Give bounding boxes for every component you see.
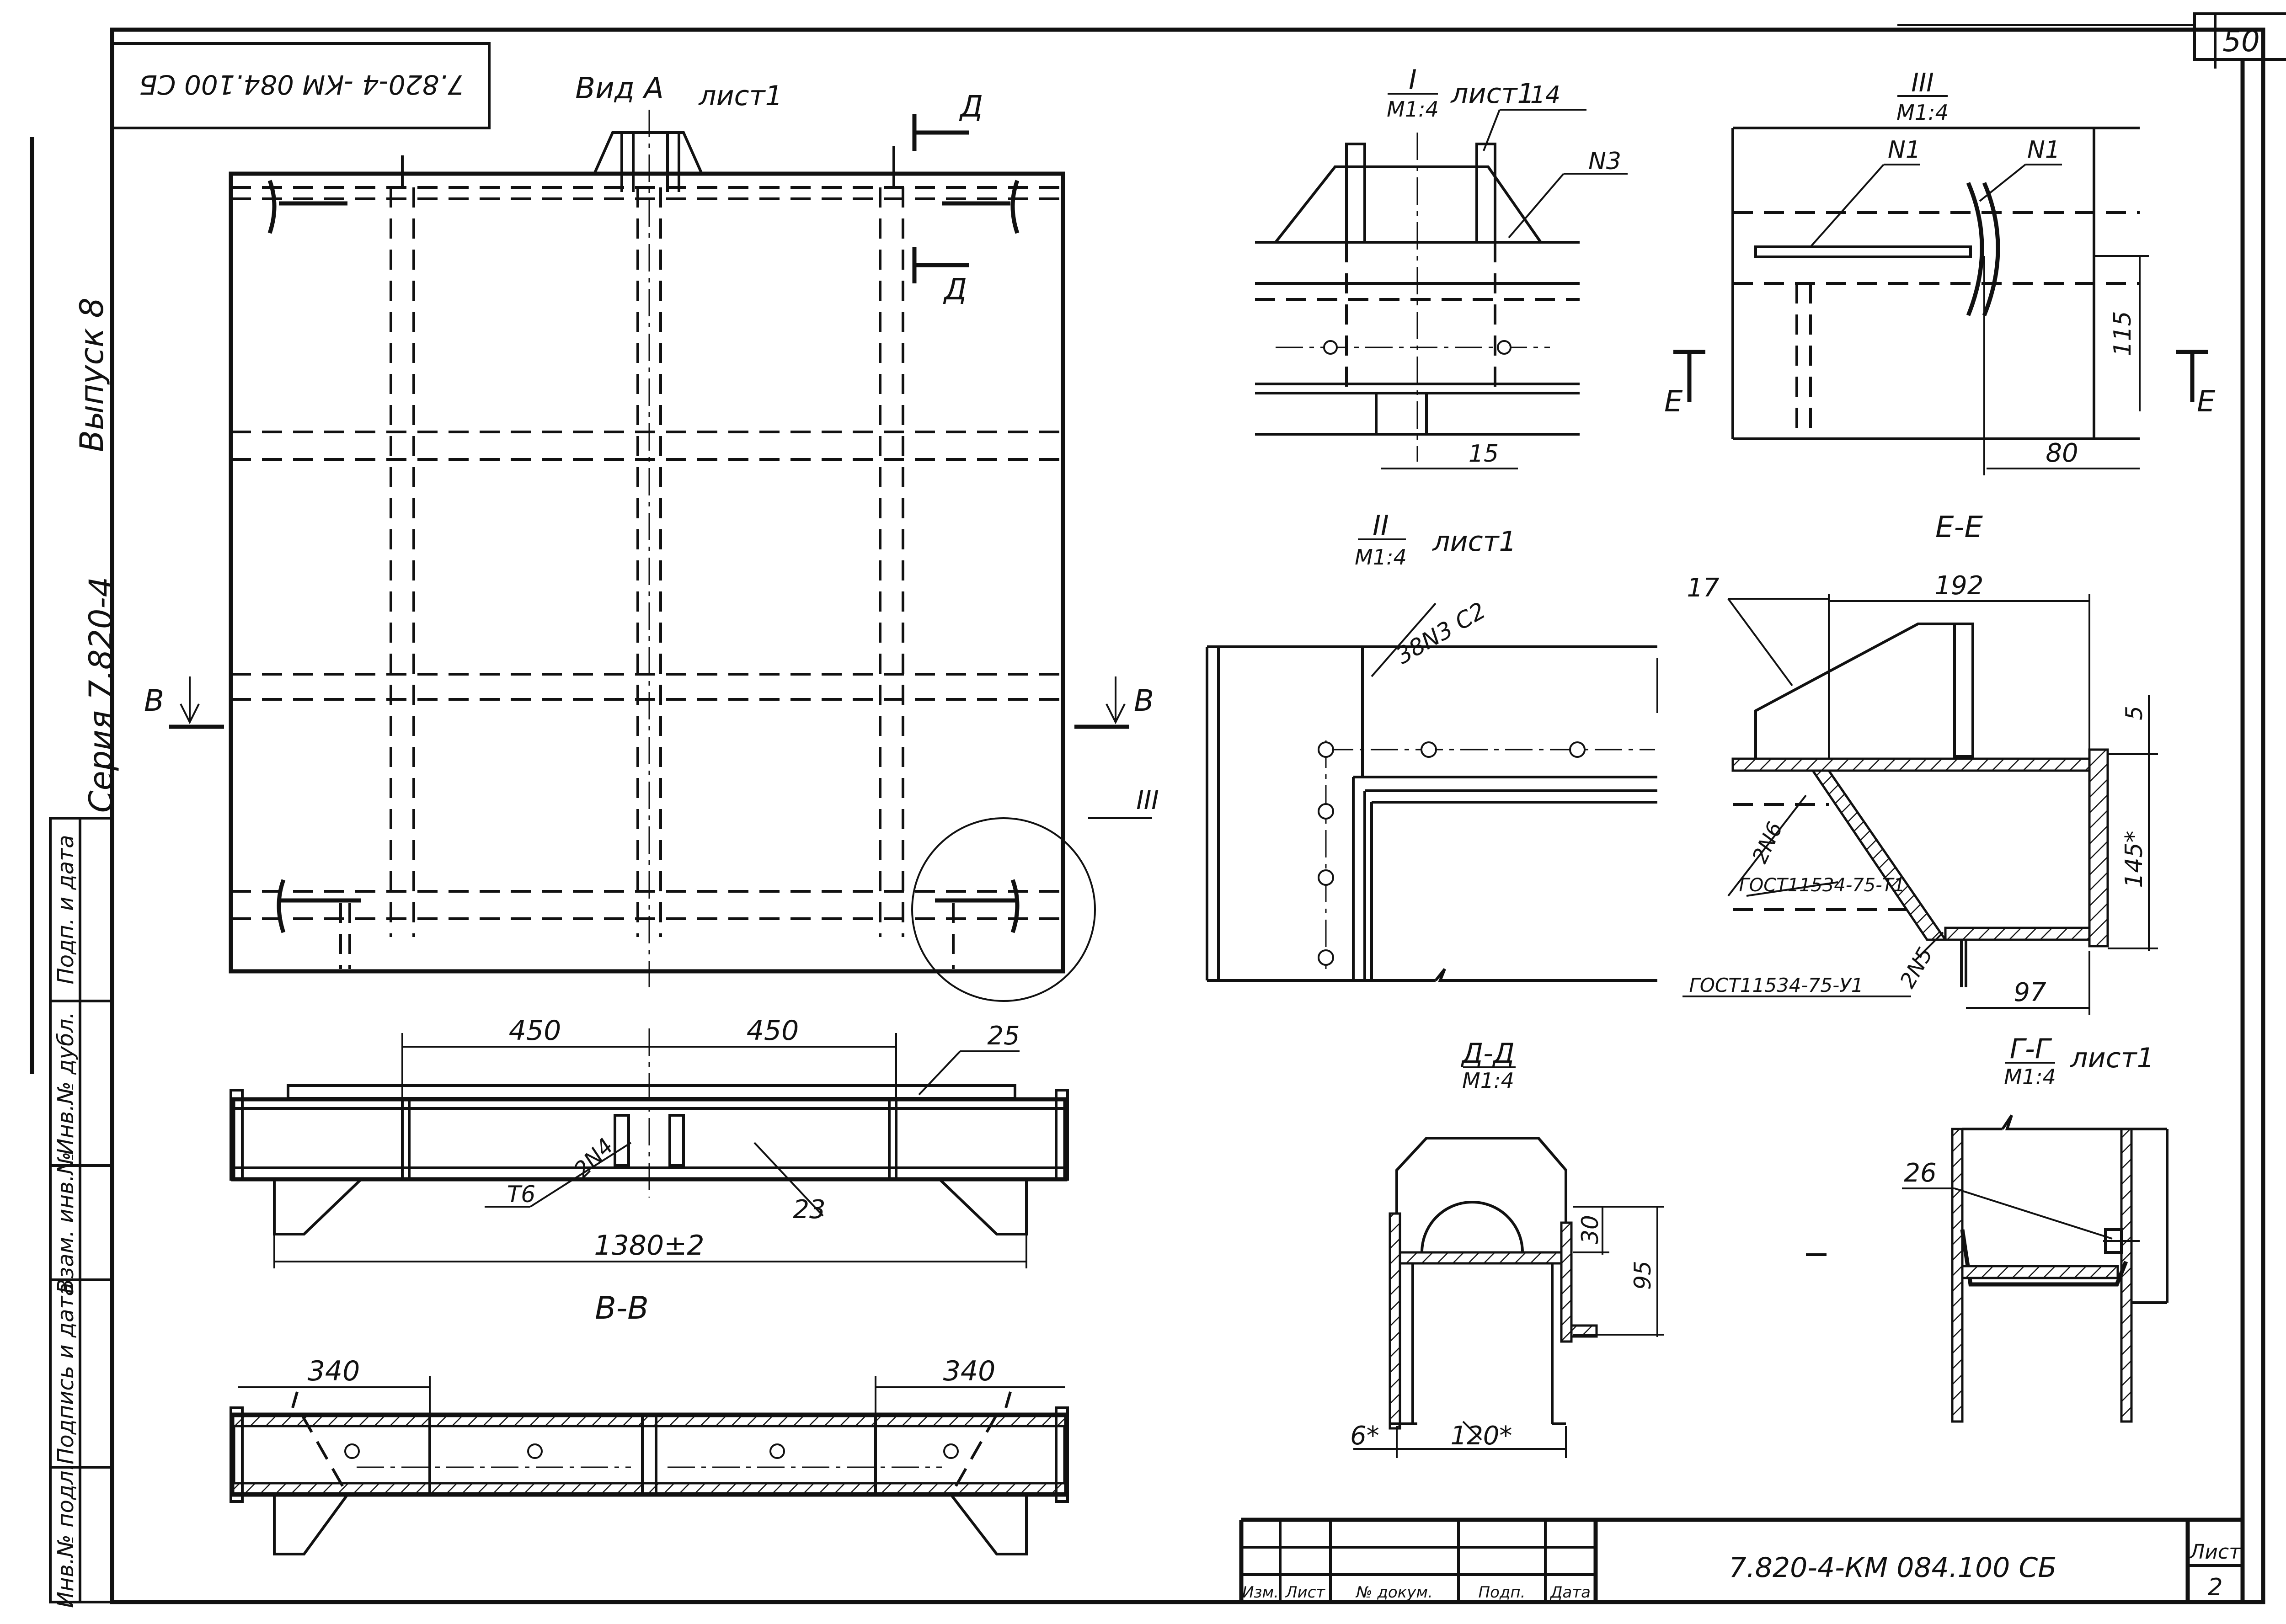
detail-i-ref: лист1 (1450, 78, 1534, 110)
elev-dim-overall: 1380±2 (594, 1230, 704, 1262)
view-a-title: Вид А (575, 72, 664, 106)
detail-i-numeral: I (1409, 64, 1417, 96)
detail-ii (1206, 602, 1658, 982)
title-header-izm: Изм. (1242, 1583, 1279, 1602)
detail-ii-weld: 38N3 С2 (1392, 597, 1490, 669)
section-gg-pos-26: 26 (1904, 1158, 1936, 1188)
title-header-list: Лист (1285, 1583, 1325, 1602)
title-block-sheet-number: 2 (2207, 1574, 2222, 1601)
section-dd (1353, 1137, 1664, 1458)
series-label: Серия 7.820-4 (82, 577, 120, 813)
elev-weld-t6: T6 (507, 1181, 535, 1208)
detail-iii-cut-e-left: Е (1664, 385, 1683, 419)
view-a-cut-d-bottom: Д (943, 273, 967, 307)
section-vv-dim-left: 340 (308, 1355, 360, 1387)
top-stamp-code: 7.820-4 -КМ 084.100 СБ (139, 69, 464, 100)
detail-i-dim-15: 15 (1469, 440, 1499, 468)
section-dd-dim-30: 30 (1577, 1215, 1603, 1244)
detail-iii-weld-n1-a: N1 (1888, 136, 1921, 164)
section-vv-dim-right: 340 (943, 1355, 996, 1387)
page-number: 50 (2222, 25, 2259, 59)
top-stamp (111, 42, 491, 129)
section-ee-dim-5: 5 (2121, 706, 2147, 720)
section-gg (1902, 1114, 2168, 1423)
detail-ii-numeral: II (1373, 510, 1389, 542)
section-ee (1682, 594, 2158, 1015)
side-stamp-inv-podl: Инв.№ подл. (53, 1464, 79, 1608)
section-dd-title: Д-Д (1460, 1038, 1514, 1070)
title-header-data: Дата (1549, 1583, 1591, 1602)
section-ee-dim-97: 97 (2014, 978, 2046, 1007)
elev-weld-2n4: 2N4 (569, 1134, 619, 1183)
detail-iii-weld-n1-b: N1 (2027, 136, 2060, 164)
side-stamp-sign-date: Подпись и дата (53, 1283, 79, 1464)
section-dd-dim-6: 6* (1350, 1421, 1379, 1451)
side-stamp (30, 137, 113, 1603)
view-a-ref: лист1 (698, 80, 782, 112)
detail-i-scale: М1:4 (1387, 97, 1439, 122)
section-ee-dim-192: 192 (1935, 571, 1984, 601)
section-dd-dim-120: 120* (1451, 1421, 1512, 1451)
title-block-code: 7.820-4-КМ 084.100 СБ (1729, 1552, 2057, 1584)
title-header-doc: № докум. (1355, 1583, 1433, 1602)
detail-ii-scale: М1:4 (1355, 545, 1407, 570)
detail-iii (1673, 127, 2208, 475)
detail-i (1255, 109, 1628, 469)
side-stamp-podp-date: Подп. и дата (53, 835, 79, 985)
section-gg-scale: М1:4 (2004, 1065, 2056, 1089)
side-stamp-inv-dubl: Инв.№ дубл. (53, 1012, 79, 1155)
elev-pos-25: 25 (987, 1021, 1020, 1051)
elev-pos-23: 23 (793, 1195, 825, 1225)
side-stamp-vzam: Взам. инв.№ (53, 1152, 79, 1294)
detail-iii-numeral: III (1911, 68, 1934, 98)
section-vv (230, 1376, 1069, 1555)
section-dd-dim-95: 95 (1629, 1261, 1656, 1290)
detail-iii-dim-115: 115 (2109, 311, 2136, 356)
section-gg-ref: лист1 (2070, 1042, 2154, 1074)
detail-i-weld-n3: N3 (1588, 148, 1621, 175)
section-gg-title: Г-Г (2010, 1033, 2052, 1065)
detail-iii-cut-e-right: Е (2197, 385, 2216, 419)
section-ee-gost-u1: ГОСТ11534-75-У1 (1689, 974, 1863, 996)
detail-ii-ref: лист1 (1432, 526, 1516, 558)
section-vv-title: В-В (595, 1290, 649, 1326)
title-header-podp: Подп. (1479, 1583, 1526, 1602)
view-a-cut-v-right: В (1134, 684, 1154, 718)
section-dd-scale: М1:4 (1462, 1068, 1514, 1093)
elev-dim-450-right: 450 (747, 1015, 799, 1047)
section-ee-pos-17: 17 (1687, 573, 1720, 603)
section-ee-gost-t1: ГОСТ11534-75-Т1 (1739, 875, 1905, 896)
sheet-frame (110, 12, 2286, 1604)
view-a-detail-callout: III (1136, 786, 1159, 815)
section-ee-dim-145: 145* (2120, 831, 2148, 888)
title-block-sheet-label: Лист (2189, 1540, 2241, 1564)
issue-label: Выпуск 8 (73, 298, 111, 452)
section-ee-title: Е-Е (1935, 511, 1983, 544)
detail-iii-dim-80: 80 (2046, 438, 2078, 468)
detail-i-pos-14: 14 (1530, 81, 1560, 109)
view-a-cut-d-top: Д (959, 90, 983, 124)
title-block (1239, 1518, 2243, 1602)
section-ee-weld-2n6: 2N6 (1747, 818, 1787, 867)
view-a-cut-v-left: В (144, 684, 164, 718)
elev-dim-450-left: 450 (509, 1015, 561, 1047)
view-a-plan (169, 110, 1152, 1002)
section-ee-weld-2n5: 2N5 (1895, 943, 1938, 992)
detail-iii-scale: М1:4 (1896, 100, 1949, 125)
front-elevation (230, 1028, 1069, 1268)
